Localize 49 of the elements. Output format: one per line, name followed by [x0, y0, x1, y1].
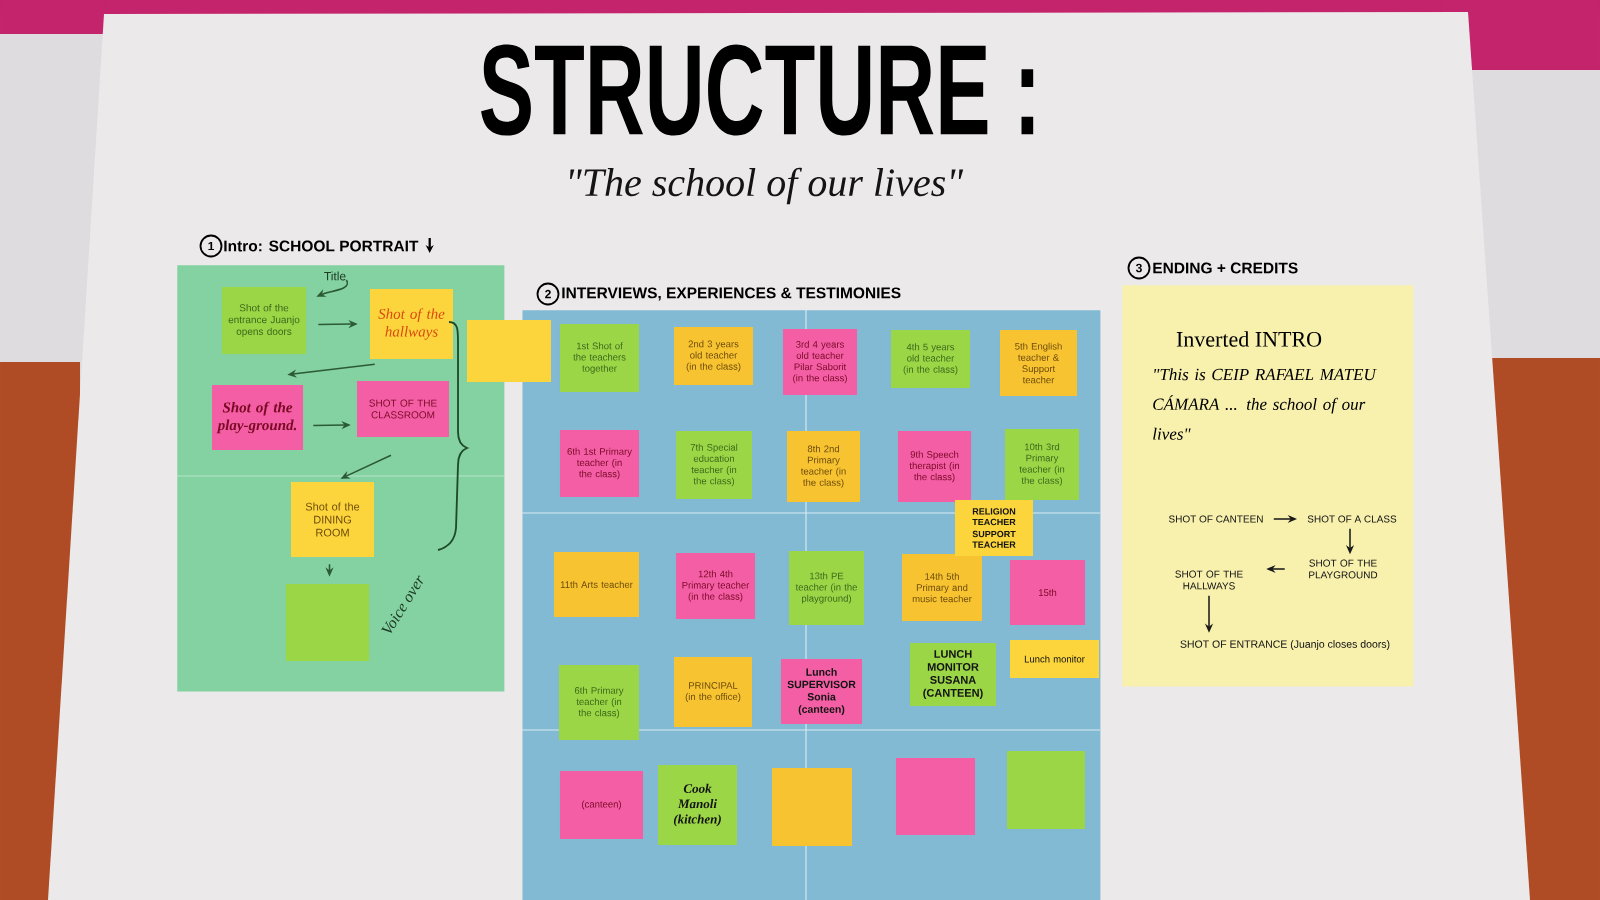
- flow-text: SHOT OF ENTRANCE (Juanjo closes doors): [1180, 640, 1390, 650]
- sticky-note: Shot of the hallways: [370, 289, 453, 359]
- sticky-note: [896, 758, 975, 835]
- section-heading: INTERVIEWS, EXPERIENCES & TESTIMONIES: [562, 287, 901, 301]
- sticky-note: 14th 5th Primary and music teacher: [902, 554, 982, 621]
- sticky-note: 3rd 4 years old teacher Pilar Saborit (in the class): [783, 329, 857, 395]
- flow-text: SHOT OF THE HALLWAYS: [1175, 570, 1243, 590]
- sticky-note: [772, 768, 852, 846]
- sticky-note: 9th Speech therapist (in the class): [898, 431, 971, 502]
- sticky-note: [1007, 751, 1085, 829]
- sticky-note: 4th 5 years old teacher (in the class): [891, 330, 970, 388]
- sticky-note: 2nd 3 years old teacher (in the class): [674, 327, 753, 385]
- sticky-note: [286, 584, 369, 661]
- flow-text: SHOT OF THE PLAYGROUND: [1309, 559, 1378, 579]
- sticky-note: Shot of the play-ground.: [212, 385, 303, 450]
- sticky-note: (canteen): [560, 771, 643, 839]
- circled-number: 1: [199, 234, 223, 258]
- sticky-note: SHOT OF THE CLASSROOM: [357, 381, 449, 437]
- sticky-note: Shot of the entrance Juanjo opens doors: [222, 287, 306, 354]
- sticky-note: Shot of the DINING ROOM: [291, 482, 374, 557]
- flow-text: SHOT OF A CLASS: [1307, 515, 1397, 523]
- circled-number: 2: [536, 282, 560, 306]
- title: STRUCTURE :: [481, 44, 1034, 136]
- section-heading: Intro: SCHOOL PORTRAIT: [224, 240, 419, 252]
- sticky-note: 15th: [1010, 560, 1085, 625]
- sticky-note: 10th 3rd Primary teacher (in the class): [1005, 429, 1079, 500]
- note-heading: Inverted INTRO: [1176, 331, 1322, 347]
- section-heading: ENDING + CREDITS: [1153, 262, 1298, 274]
- sticky-note: Lunch monitor: [1010, 640, 1099, 678]
- sticky-note: Cook Manoli (kitchen): [658, 765, 737, 845]
- flow-text: Title: [324, 271, 346, 281]
- subtitle: "The school of our lives": [570, 167, 964, 205]
- flow-text: SHOT OF CANTEEN: [1169, 515, 1263, 523]
- sticky-note: 11th Arts teacher: [554, 552, 639, 617]
- sticky-note: 13th PE teacher (in the playground): [789, 551, 864, 625]
- sticky-note: PRINCIPAL (in the office): [674, 657, 752, 727]
- sticky-note: 5th English teacher & Support teacher: [1000, 330, 1077, 396]
- sticky-note: 8th 2nd Primary teacher (in the class): [787, 431, 860, 502]
- quote-text: "This is CEIP RAFAEL MATEU CÁMARA ... the school of our lives": [1153, 368, 1377, 440]
- sticky-note: Lunch SUPERVISOR Sonia (canteen): [781, 659, 862, 724]
- sticky-note: 7th Special education teacher (in the class): [676, 431, 752, 499]
- sticky-note: LUNCH MONITOR SUSANA (CANTEEN): [910, 643, 996, 706]
- sticky-note: [467, 320, 551, 382]
- sticky-note: 12th 4th Primary teacher (in the class): [676, 553, 755, 619]
- sticky-note: RELIGION TEACHER SUPPORT TEACHER: [955, 500, 1033, 556]
- sticky-note: 6th 1st Primary teacher (in the class): [560, 430, 639, 497]
- sticky-note: 6th Primary teacher (in the class): [559, 665, 639, 740]
- sticky-note: 1st Shot of the teachers together: [560, 324, 639, 392]
- circled-number: 3: [1127, 256, 1151, 280]
